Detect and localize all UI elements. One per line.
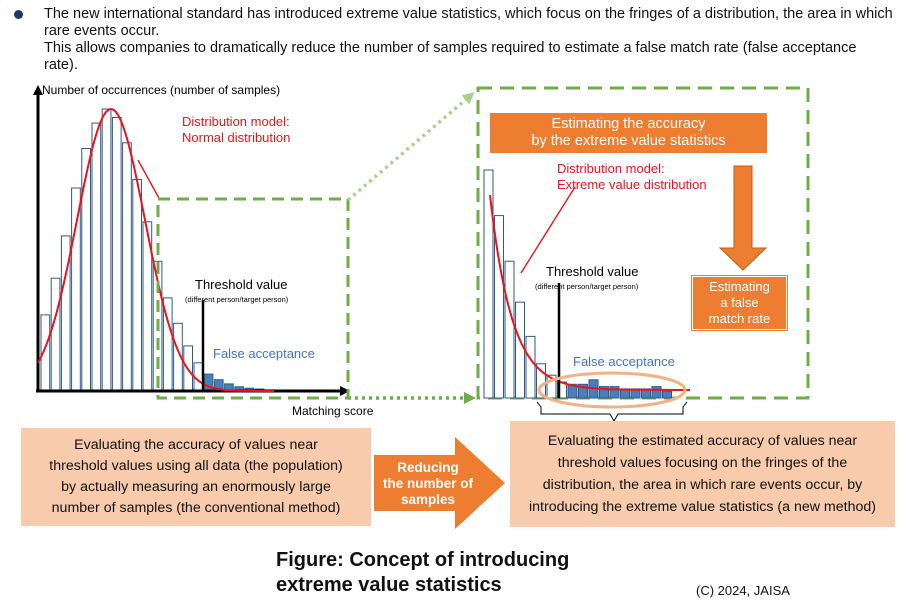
- right-bar: [651, 386, 662, 399]
- left-bar: [132, 179, 143, 392]
- right-bar: [599, 386, 609, 399]
- fringe-highlight-ellipse: [537, 371, 687, 409]
- right-bar: [567, 383, 578, 399]
- intro-text: The new international standard has intro…: [14, 6, 894, 74]
- reduce-arrow-icon: [374, 437, 505, 529]
- left-bar: [101, 108, 112, 392]
- zoom-connector-top: [346, 92, 475, 202]
- right-histogram: [483, 169, 672, 399]
- bullet-icon: [14, 10, 23, 19]
- left-y-axis-label: Number of occurrences (number of samples…: [42, 83, 280, 97]
- left-bar: [111, 117, 122, 392]
- intro-line-2: This allows companies to dramatically re…: [44, 40, 857, 73]
- right-model-label: Distribution model:Extreme value distrib…: [557, 161, 707, 192]
- new-method-box: Evaluating the estimated accuracy of val…: [510, 421, 895, 527]
- right-bar: [536, 363, 546, 399]
- left-model-label: Distribution model:Normal distribution: [182, 114, 290, 145]
- intro-line-1: The new international standard has intro…: [44, 6, 893, 39]
- reduce-arrow-label: Reducing the number of samples: [383, 460, 473, 507]
- left-normal-curve: [37, 108, 274, 392]
- left-threshold-label: Threshold value: [195, 277, 288, 292]
- right-threshold-label: Threshold value: [546, 264, 639, 279]
- right-bar: [504, 260, 515, 399]
- conventional-method-text: Evaluating the accuracy of values near t…: [49, 437, 343, 516]
- left-false-acceptance: False acceptance: [213, 346, 315, 361]
- right-bar: [546, 374, 557, 399]
- new-method-text: Evaluating the estimated accuracy of val…: [529, 433, 876, 515]
- accuracy-title-box: Estimating the accuracy by the extreme v…: [490, 113, 767, 153]
- right-bar: [515, 301, 525, 399]
- left-bar: [50, 277, 61, 392]
- right-bar: [662, 390, 672, 399]
- left-dashed-focus-region: [156, 197, 350, 400]
- right-model-pointer: [520, 186, 576, 274]
- bracket-icon: [536, 401, 688, 423]
- right-extreme-curve: [489, 194, 690, 391]
- right-bar: [609, 386, 620, 399]
- right-threshold-sub: (different person/target person): [535, 282, 639, 291]
- right-bar: [578, 383, 588, 399]
- right-bar: [483, 169, 494, 399]
- right-bar: [525, 335, 536, 399]
- down-arrow-icon: [718, 165, 768, 271]
- left-bar: [122, 142, 132, 392]
- false-match-rate-box: Estimating a false match rate: [692, 276, 787, 330]
- left-threshold-sub: (different person/target person): [185, 295, 289, 304]
- left-bar: [71, 187, 81, 392]
- right-bar: [494, 215, 504, 399]
- left-bar: [91, 122, 102, 392]
- copyright: (C) 2024, JAISA: [696, 583, 790, 598]
- right-false-acceptance: False acceptance: [573, 354, 675, 369]
- figure-caption: Figure: Concept of introducing extreme v…: [276, 549, 570, 596]
- left-x-axis-label: Matching score: [292, 404, 374, 418]
- left-model-pointer: [137, 159, 161, 201]
- conventional-method-box: Evaluating the accuracy of values near t…: [21, 428, 371, 526]
